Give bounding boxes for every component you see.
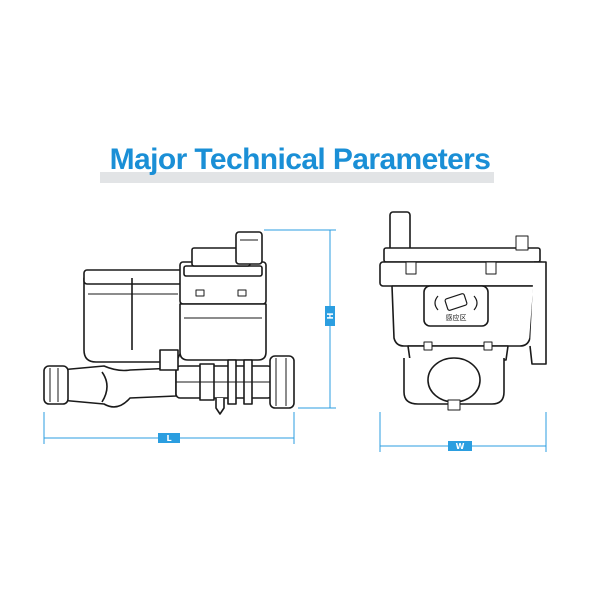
page-title: Major Technical Parameters <box>109 143 491 176</box>
title-underline-bar <box>100 172 494 183</box>
length-tag <box>158 433 180 443</box>
sensing-area-label: 感应区 <box>446 313 467 322</box>
height-tag <box>325 306 335 326</box>
front-view-meter <box>379 211 547 411</box>
width-tag <box>448 441 472 451</box>
length-label: L <box>166 434 171 443</box>
height-label: H <box>326 313 335 320</box>
width-label: W <box>456 442 465 451</box>
side-view-meter <box>43 231 295 415</box>
